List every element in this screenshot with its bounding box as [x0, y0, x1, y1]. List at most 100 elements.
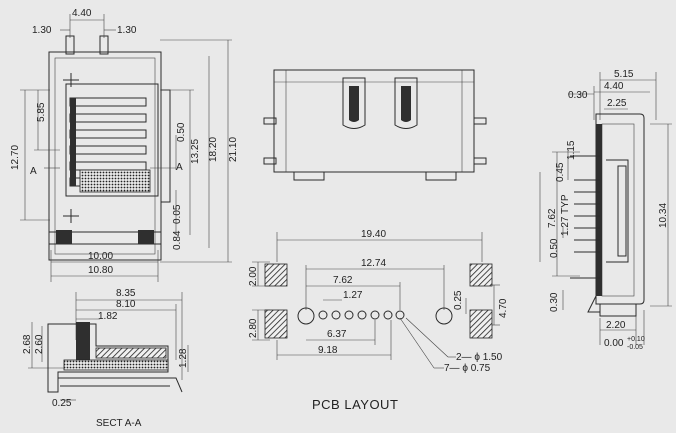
- front-body-outline: [48, 51, 162, 261]
- side-view: 5.15 4.40 0.30 2.25 1.15 0.45 7.62 1.27 …: [539, 69, 672, 351]
- section-dimension-lines: [28, 292, 189, 401]
- dim-small-005: 0.05: [172, 204, 183, 224]
- dim-225: 2.25: [607, 98, 627, 109]
- dim-115: 1.15: [566, 140, 577, 160]
- hole-large-callout: 2— ϕ 1.50: [456, 352, 503, 363]
- dim-127: 1.27: [343, 290, 363, 301]
- dim-030-top: 0.30: [568, 90, 588, 101]
- plus-mark-bottom: [63, 209, 79, 223]
- latch-left: [342, 77, 366, 129]
- section-mark-a-left: A: [30, 166, 37, 177]
- pad-bottom-right: [469, 309, 493, 339]
- pcb-layout-caption: PCB LAYOUT: [312, 397, 398, 412]
- dim-025: 0.25: [52, 398, 72, 409]
- plus-mark-top: [63, 73, 79, 87]
- right-rail: [161, 89, 171, 203]
- side-back-wall: [596, 124, 602, 296]
- side-slot-inner: [617, 165, 627, 257]
- dim-280: 2.80: [248, 318, 259, 338]
- dim-220: 2.20: [606, 320, 626, 331]
- dim-045: 0.45: [555, 162, 566, 182]
- pcb-dimension-lines: [252, 232, 500, 369]
- dim-440: 4.40: [604, 81, 624, 92]
- front-view: 4.40 1.30 1.30 5.85 12.70 A A 0.50 13.25…: [10, 8, 239, 282]
- dim-height-2110: 21.10: [228, 137, 239, 162]
- dim-1274: 12.74: [361, 258, 386, 269]
- dim-1940: 19.40: [361, 229, 386, 240]
- dim-762-side: 7.62: [547, 208, 558, 228]
- foot-left: [56, 230, 72, 244]
- dim-025-pcb: 0.25: [453, 290, 464, 310]
- dim-030-bottom: 0.30: [549, 292, 560, 312]
- top-view: [263, 69, 487, 181]
- section-body-outline: [47, 323, 169, 393]
- hole-small-row: [318, 310, 405, 320]
- side-body-outline: [595, 113, 645, 305]
- side-bottom-foot: [599, 304, 637, 317]
- pad-top-right: [469, 263, 493, 287]
- dim-top-width: 4.40: [72, 8, 92, 19]
- pad-top-left: [264, 263, 288, 287]
- dim-pitch-050: 0.50: [176, 122, 187, 142]
- dim-tol-base: 0.00: [604, 338, 624, 349]
- dim-right-tab: 1.30: [117, 25, 137, 36]
- dim-height-1325: 13.25: [190, 139, 201, 164]
- section-card-slot: [63, 359, 169, 371]
- dim-835: 8.35: [116, 288, 136, 299]
- front-body-inner: [54, 57, 156, 255]
- section-hatched-insulator: [95, 347, 167, 359]
- dim-260: 2.60: [34, 334, 45, 354]
- dim-1034: 10.34: [658, 203, 669, 228]
- side-dimension-lines: [539, 72, 672, 345]
- hole-small-callout: 7— ϕ 0.75: [444, 363, 491, 374]
- pin-left-top: [263, 117, 277, 125]
- tab-bottom-right: [425, 171, 457, 181]
- section-mark-a-right: A: [176, 162, 183, 173]
- dim-268: 2.68: [22, 334, 33, 354]
- dim-height-585: 5.85: [36, 102, 47, 122]
- section-view: 8.35 8.10 1.82 2.68 2.60 1.28 0.25 SECT …: [22, 288, 189, 429]
- top-tab-left: [65, 35, 75, 55]
- dim-762: 7.62: [333, 275, 353, 286]
- dim-height-1820: 18.20: [208, 137, 219, 162]
- dim-tol-minus: -0.05: [627, 344, 643, 351]
- side-pins: [570, 155, 600, 279]
- card-cavity: [65, 83, 159, 197]
- dim-tol-plus: +0.10: [627, 336, 645, 343]
- dim-width-1000: 10.00: [88, 251, 113, 262]
- foot-right: [138, 230, 154, 244]
- hole-large-right: [435, 307, 453, 325]
- side-card-slot: [606, 159, 629, 263]
- hole-large-left: [297, 307, 315, 325]
- section-caption: SECT A-A: [96, 418, 142, 429]
- dim-637: 6.37: [327, 329, 347, 340]
- contact-solder-area: [79, 169, 151, 193]
- dim-small-084: 0.84: [172, 230, 183, 250]
- tab-bottom-left: [293, 171, 325, 181]
- dim-050-side: 0.50: [549, 238, 560, 258]
- pin-right-top: [473, 117, 487, 125]
- dim-200: 2.00: [248, 266, 259, 286]
- dim-515: 5.15: [614, 69, 634, 80]
- dim-918: 9.18: [318, 345, 338, 356]
- section-latch: [76, 322, 90, 370]
- dim-height-1270: 12.70: [10, 145, 21, 170]
- dim-810: 8.10: [116, 299, 136, 310]
- pad-bottom-left: [264, 309, 288, 339]
- bottom-frame: [48, 231, 162, 245]
- pcb-layout: 19.40 12.74 7.62 1.27 6.37 9.18 2.00 2.8…: [248, 229, 509, 412]
- dim-470: 4.70: [498, 298, 509, 318]
- section-contact-spring: [58, 377, 183, 393]
- dim-127-typ: 1.27 TYP: [560, 194, 571, 236]
- dim-left-tab: 1.30: [32, 25, 52, 36]
- top-tab-right: [99, 35, 109, 55]
- latch-right: [394, 77, 418, 129]
- dim-width-1080: 10.80: [88, 265, 113, 276]
- top-view-body: [273, 69, 475, 173]
- dim-182: 1.82: [98, 311, 118, 322]
- front-dimension-lines: [20, 14, 232, 282]
- dim-128: 1.28: [178, 348, 189, 368]
- pin-right-bottom: [473, 157, 487, 165]
- pin-left-bottom: [263, 157, 277, 165]
